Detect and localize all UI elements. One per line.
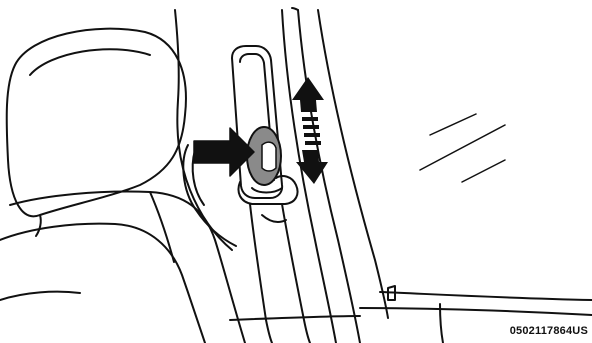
seat-back [0,192,245,343]
height-adjuster-button [247,127,281,185]
window-glare [420,114,505,182]
push-arrow-icon [194,128,254,176]
figure-code: 0502117864US [510,325,588,337]
seat-belt-webbing [250,204,310,343]
headrest [7,29,186,236]
up-down-arrow-icon [292,77,328,184]
b-pillar-trim [175,10,236,250]
